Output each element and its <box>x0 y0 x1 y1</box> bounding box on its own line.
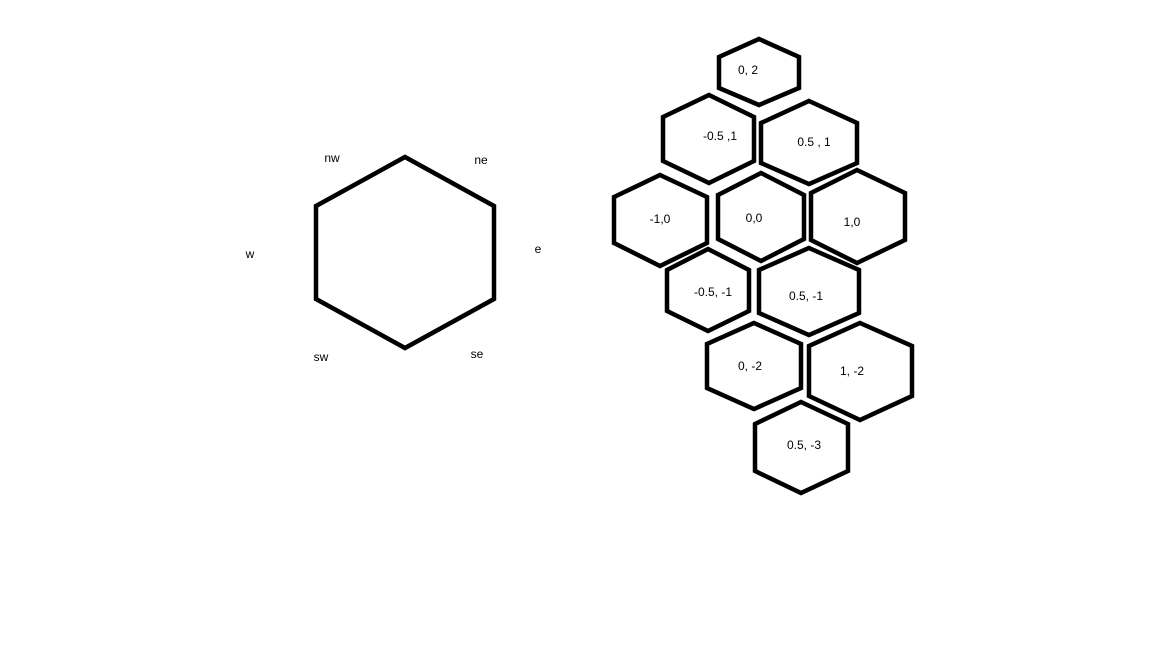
hex-grid: 0, 2 -0.5 ,1 0.5 , 1 -1,0 0,0 1,0 -0.5, -1 0.5,… <box>611 36 915 496</box>
hex-cell: -0.5 ,1 <box>660 92 757 186</box>
hex-cell-label: 0, 2 <box>738 63 758 77</box>
hex-cell-outline <box>758 98 860 187</box>
hex-cell-outline <box>704 320 804 412</box>
compass-label-se: se <box>471 347 484 361</box>
hex-cell: 0.5 , 1 <box>758 98 860 187</box>
hex-cell-outline <box>752 399 851 496</box>
hex-cell-outline <box>660 92 757 186</box>
hex-cell-outline <box>716 36 802 108</box>
hex-cell-outline <box>664 246 752 334</box>
hex-cell-label: 0,0 <box>746 211 763 225</box>
hex-cell-label: 1, -2 <box>840 364 864 378</box>
hex-cell-outline <box>806 320 915 423</box>
hex-cell-outline <box>715 170 807 264</box>
compass-label-w: w <box>245 247 255 261</box>
compass-label-e: e <box>535 242 542 256</box>
hex-cell-label: -1,0 <box>650 212 671 226</box>
hex-cell-outline <box>808 167 908 266</box>
orientation-diagram: nw ne w e sw se <box>245 151 542 364</box>
hex-cell-label: 0.5, -3 <box>787 438 821 452</box>
compass-label-ne: ne <box>474 153 488 167</box>
hex-cell: 0, -2 <box>704 320 804 412</box>
orientation-hexagon <box>313 154 497 351</box>
hex-cell-label: 0.5, -1 <box>789 289 823 303</box>
hex-cell-label: 1,0 <box>844 215 861 229</box>
hex-cell: 0.5, -1 <box>756 245 862 338</box>
hex-cell-label: 0.5 , 1 <box>797 135 831 149</box>
compass-label-nw: nw <box>324 151 340 165</box>
hex-cell-label: -0.5 ,1 <box>703 129 737 143</box>
hex-cell: 1,0 <box>808 167 908 266</box>
hex-cell: -1,0 <box>611 172 710 269</box>
hex-cell-label: -0.5, -1 <box>694 285 732 299</box>
hex-cell: 0,0 <box>715 170 807 264</box>
compass-label-sw: sw <box>314 350 329 364</box>
hex-cell-outline <box>756 245 862 338</box>
hex-cell: 0, 2 <box>716 36 802 108</box>
hex-cell-label: 0, -2 <box>738 359 762 373</box>
hex-cell: 0.5, -3 <box>752 399 851 496</box>
hex-cell-outline <box>611 172 710 269</box>
hex-cell: 1, -2 <box>806 320 915 423</box>
hex-cell: -0.5, -1 <box>664 246 752 334</box>
